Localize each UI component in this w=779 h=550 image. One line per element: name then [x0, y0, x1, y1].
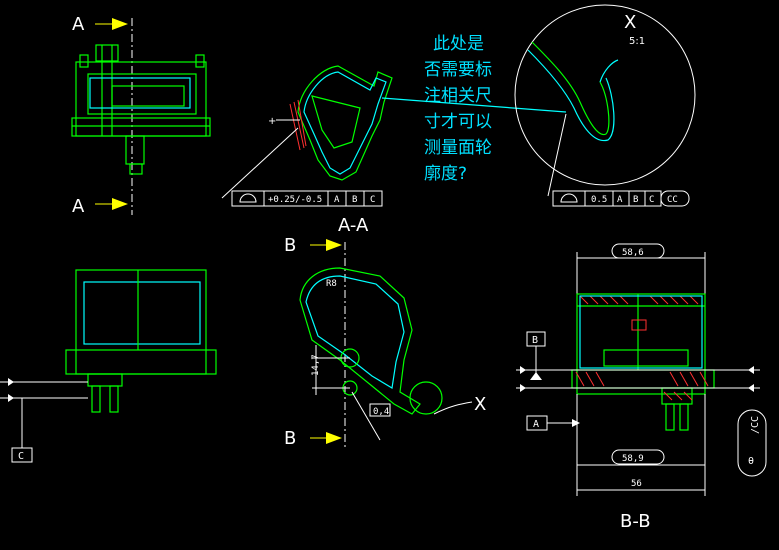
detail-x-pointer: X: [474, 394, 486, 415]
detail-x-view: X 5:1 0.5 A B C CC: [514, 4, 696, 207]
view-aa-title: A-A: [338, 215, 369, 236]
cut-arrow-a-bottom: [112, 198, 128, 210]
side-tag-symbol: θ: [748, 456, 754, 467]
fcf-aa-datum-a: A: [334, 195, 340, 205]
note-line-4: 寸才可以: [424, 112, 492, 132]
fcf-x-suffix: CC: [667, 195, 678, 205]
fcf-aa-datum-b: B: [352, 195, 357, 205]
fcf-aa-tolerance: +0.25/-0.5: [268, 195, 322, 205]
dim-56: 56: [631, 479, 642, 489]
datum-a-tag: A: [533, 419, 539, 430]
fcf-x-tolerance: 0.5: [591, 195, 607, 205]
section-a-label-top: A: [72, 14, 85, 35]
note-line-5: 测量面轮: [424, 138, 492, 158]
fcf-x: 0.5 A B C CC: [552, 190, 690, 207]
detail-x-scale: 5:1: [629, 36, 645, 47]
view-bb-title: B-B: [620, 511, 651, 532]
section-a-label-bottom: A: [72, 196, 85, 217]
detail-x-title: X: [624, 12, 636, 33]
dim-14-7: 14,7: [311, 354, 321, 376]
review-note: 此处是 否需要标 注相关尺 寸才可以 测量面轮 廓度?: [381, 34, 567, 184]
section-b-label-bottom: B: [284, 428, 296, 449]
svg-text:+: +: [268, 116, 276, 127]
dim-58-9: 58,9: [622, 454, 644, 464]
section-b-label-top: B: [284, 235, 296, 256]
bottom-view-left: C: [0, 269, 217, 463]
front-view-top: A A: [71, 14, 211, 217]
datum-c-tag: C: [18, 451, 24, 462]
fcf-x-datum-b: B: [633, 195, 638, 205]
cut-arrow-b-bottom: [326, 432, 342, 444]
section-b-view: B B 14,7 0,4 R8 X: [284, 235, 486, 449]
fcf-x-datum-a: A: [617, 195, 623, 205]
dim-r8: R8: [326, 279, 337, 289]
fcf-aa: +0.25/-0.5 A B C: [231, 190, 383, 207]
cut-arrow-b-top: [326, 239, 342, 251]
fcf-x-datum-c: C: [649, 195, 654, 205]
dim-0-4: 0,4: [373, 407, 389, 417]
note-line-3: 注相关尺: [424, 86, 492, 106]
datum-b-tag: B: [532, 335, 538, 346]
section-aa-view: + A-A +0.25/-0.5 A B C: [221, 65, 393, 236]
cut-arrow-a-top: [112, 18, 128, 30]
note-line-6: 廓度?: [424, 164, 467, 184]
section-bb-view: 58,6 B A 58,9 5: [516, 243, 767, 532]
side-tag-cc: /CC: [750, 416, 761, 434]
dim-58-6: 58,6: [622, 248, 644, 258]
fcf-aa-datum-c: C: [370, 195, 375, 205]
note-line-1: 此处是: [433, 34, 484, 54]
note-line-2: 否需要标: [424, 60, 492, 80]
